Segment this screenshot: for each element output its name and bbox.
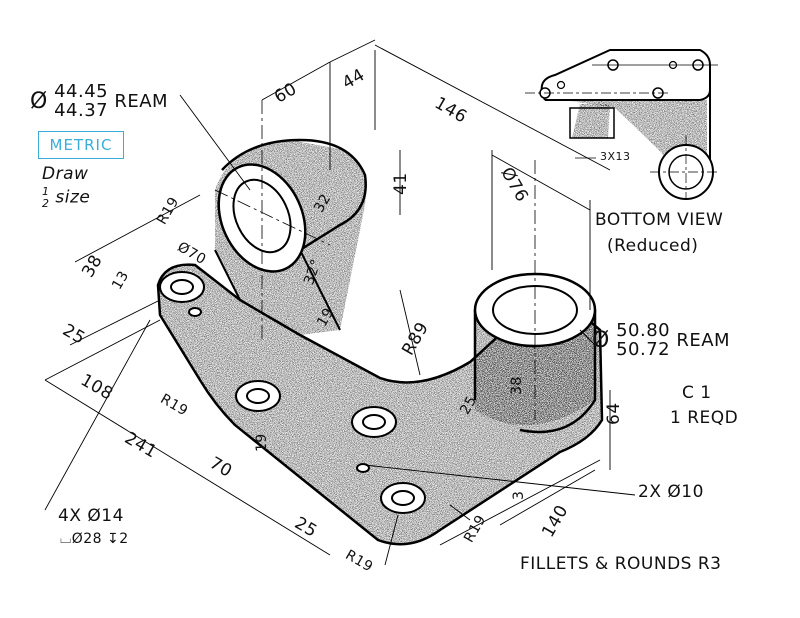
dim-64: 64 <box>604 402 624 425</box>
dim-41: 41 <box>391 172 411 195</box>
dim-38-right: 38 <box>509 376 525 395</box>
bottom-view-title: BOTTOM VIEW <box>595 210 724 230</box>
metric-badge: METRIC <box>38 131 124 159</box>
upper-ream-lower-limit: 44.37 <box>54 99 109 121</box>
small-holes-note: 2X Ø10 <box>638 482 704 502</box>
scale-draw-label: Draw <box>42 164 89 184</box>
upper-ream-upper-limit: 44.45 <box>54 81 109 102</box>
upper-ream-label: REAM <box>114 90 169 112</box>
dim-3: 3 <box>511 490 527 500</box>
bottom-view-figure <box>525 49 720 200</box>
counterbore-holes-note: 4X Ø14 <box>58 506 124 526</box>
right-boss <box>473 160 597 434</box>
diameter-symbol: Ø <box>30 88 48 114</box>
material-note: C 1 <box>682 383 712 403</box>
lower-ream-upper-limit: 50.80 <box>616 320 671 341</box>
scale-numerator: 1 <box>42 185 50 198</box>
counterbore-holes <box>159 271 426 514</box>
counterbore-spec-note: ⌴Ø28 ↧2 <box>60 531 129 547</box>
fillets-rounds-note: FILLETS & ROUNDS R3 <box>520 554 722 574</box>
scale-size-word: size <box>55 187 91 208</box>
base-plate <box>156 263 604 546</box>
upper-boss <box>214 100 367 340</box>
diameter-symbol: Ø <box>592 327 610 353</box>
scale-denominator: 2 <box>42 196 50 210</box>
quantity-note: 1 REQD <box>670 408 739 428</box>
lower-ream-lower-limit: 50.72 <box>616 338 671 360</box>
bottom-view-subtitle: (Reduced) <box>607 236 699 256</box>
dim-19-mid: 19 <box>254 433 270 452</box>
bottom-view-slot-dim: 3X13 <box>600 150 631 163</box>
dimension-lines <box>44 39 636 566</box>
lower-ream-label: REAM <box>676 329 731 351</box>
